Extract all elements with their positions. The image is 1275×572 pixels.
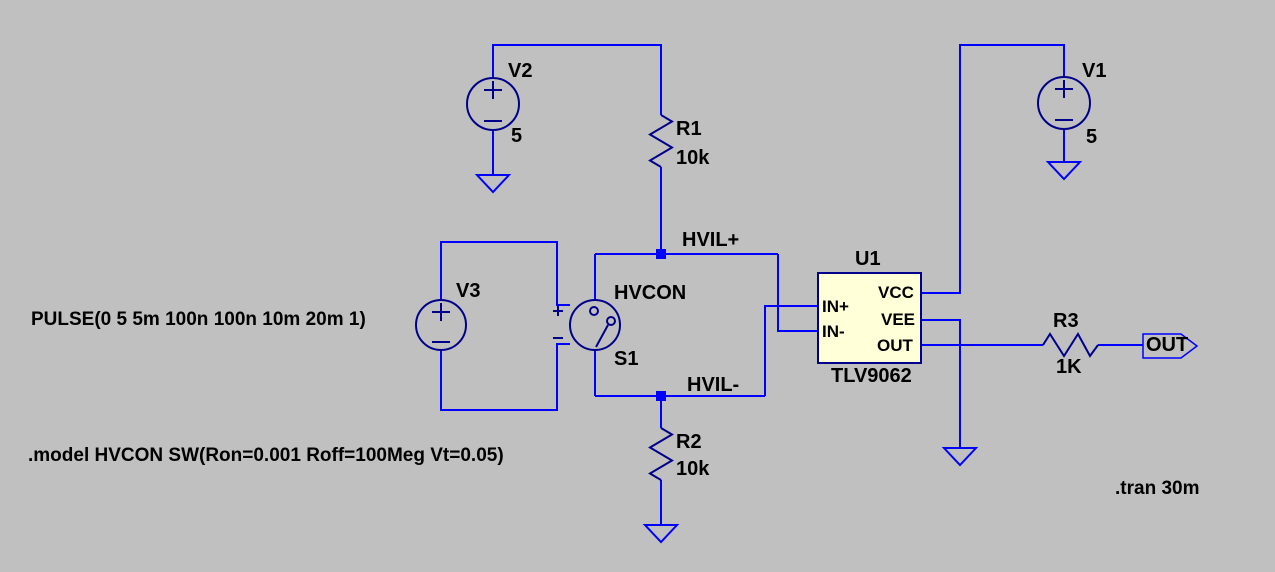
ground-symbol-v2[interactable] <box>474 174 512 194</box>
wire-vee-to-ground[interactable] <box>921 319 961 448</box>
v1-value-label[interactable]: 5 <box>1086 126 1098 148</box>
out-net-flag[interactable] <box>1142 333 1199 359</box>
directive-pulse[interactable]: PULSE(0 5 5m 100n 100n 10m 20m 1) <box>31 309 366 330</box>
ground-symbol-v1[interactable] <box>1045 161 1083 181</box>
switch-s1-symbol[interactable] <box>553 299 621 351</box>
r2-name-label[interactable]: R2 <box>676 431 702 453</box>
u1-pin-in-minus: IN- <box>822 322 845 341</box>
directive-model[interactable]: .model HVCON SW(Ron=0.001 Roff=100Meg Vt… <box>28 445 504 466</box>
wire-vcc-to-v1[interactable] <box>921 44 1065 294</box>
net-label-hvil-plus[interactable]: HVIL+ <box>682 229 740 251</box>
opamp-u1-body[interactable] <box>817 272 922 364</box>
directive-tran[interactable]: .tran 30m <box>1115 478 1200 499</box>
resistor-r2-symbol[interactable] <box>648 427 674 481</box>
v3-name-label[interactable]: V3 <box>456 280 481 302</box>
wire-hvil-plus-to-in-minus[interactable] <box>777 254 818 332</box>
net-label-hvil-minus[interactable]: HVIL- <box>687 374 740 396</box>
ground-symbol-vee[interactable] <box>941 447 979 467</box>
wire-v2-to-r1-top-rail[interactable] <box>492 44 662 115</box>
u1-name-label[interactable]: U1 <box>855 248 881 270</box>
resistor-r1-symbol[interactable] <box>648 114 674 168</box>
u1-part-label[interactable]: TLV9062 <box>831 365 912 387</box>
wire-hvil-minus-to-in-plus[interactable] <box>764 305 818 396</box>
junction-dot-hvil-plus <box>656 249 666 259</box>
s1-model-label[interactable]: HVCON <box>614 282 687 304</box>
ground-symbol-r2[interactable] <box>642 524 680 544</box>
wire-v3-top-loop[interactable] <box>440 241 570 306</box>
r3-value-label[interactable]: 1K <box>1056 356 1082 378</box>
r2-value-label[interactable]: 10k <box>676 458 710 480</box>
v1-name-label[interactable]: V1 <box>1082 60 1107 82</box>
voltage-source-v1-symbol[interactable] <box>1037 76 1091 130</box>
r3-name-label[interactable]: R3 <box>1053 310 1079 332</box>
wire-v3-bottom-loop[interactable] <box>440 343 570 411</box>
voltage-source-v3-symbol[interactable] <box>415 299 467 351</box>
u1-pin-in-plus: IN+ <box>822 297 849 316</box>
u1-pin-vcc: VCC <box>878 283 914 302</box>
voltage-source-v2-symbol[interactable] <box>466 77 520 131</box>
v2-value-label[interactable]: 5 <box>511 125 523 147</box>
u1-pin-vee: VEE <box>881 310 916 329</box>
out-flag-label[interactable]: OUT <box>1146 334 1189 356</box>
junction-dot-hvil-minus <box>656 391 666 401</box>
r1-name-label[interactable]: R1 <box>676 118 702 140</box>
v2-name-label[interactable]: V2 <box>508 60 533 82</box>
s1-name-label[interactable]: S1 <box>614 348 639 370</box>
resistor-r3-symbol[interactable] <box>1042 332 1099 358</box>
u1-pin-out: OUT <box>877 336 913 355</box>
r1-value-label[interactable]: 10k <box>676 147 710 169</box>
